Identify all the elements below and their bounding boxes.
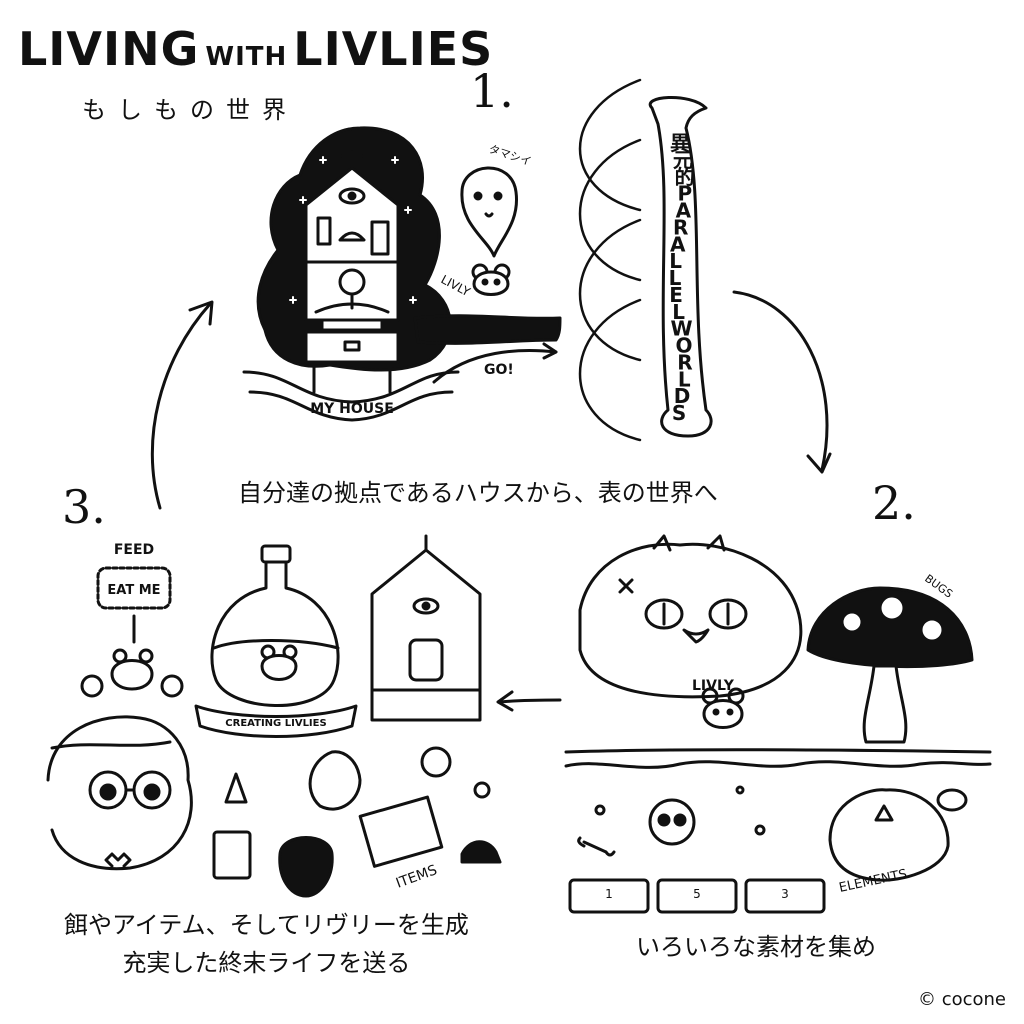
stars bbox=[289, 156, 417, 304]
gather-scene: BUGS LIVLY ELEMENTS bbox=[564, 534, 992, 914]
scroll-char: D bbox=[674, 384, 691, 408]
create-scene: FEED EAT ME bbox=[46, 534, 502, 898]
ground-line bbox=[564, 748, 992, 754]
step-3-caption: 餌やアイテム、そしてリヴリーを生成 充実した終末ライフを送る bbox=[64, 906, 469, 982]
portal-stream bbox=[413, 314, 562, 345]
go-label: GO! bbox=[484, 362, 514, 378]
scroll-char: 元 bbox=[673, 148, 693, 172]
scattered-items bbox=[212, 746, 502, 898]
scroll-char: R bbox=[677, 350, 692, 374]
livly-running bbox=[701, 687, 745, 729]
girl-character bbox=[46, 715, 193, 871]
slot-number-1: 1 bbox=[605, 887, 613, 901]
livly-label: LIVLY bbox=[692, 678, 735, 694]
feed-card bbox=[96, 566, 172, 610]
my-house-banner bbox=[242, 370, 460, 404]
eat-me-label: EAT ME bbox=[107, 583, 160, 598]
ghost-character bbox=[460, 166, 518, 258]
my-house-scene: MY HOUSE タマシイ LIVLY GO! bbox=[242, 126, 562, 422]
slot-number-3: 3 bbox=[781, 887, 789, 901]
scroll-char: L bbox=[669, 249, 682, 273]
scroll-char: L bbox=[678, 367, 691, 391]
scroll-char: L bbox=[669, 266, 682, 290]
page-subtitle: もしもの世界 bbox=[82, 96, 298, 124]
cat-body bbox=[578, 542, 803, 699]
creating-livlies-label: CREATING LIVLIES bbox=[225, 718, 326, 729]
scroll-char: R bbox=[673, 215, 688, 239]
cat-face bbox=[644, 598, 748, 644]
scroll-char: E bbox=[669, 283, 683, 307]
house-building bbox=[304, 150, 400, 394]
step-1-caption: 自分達の拠点であるハウスから、表の世界へ bbox=[238, 479, 718, 507]
title-living: LIVING bbox=[18, 22, 200, 76]
scroll-char: L bbox=[672, 300, 685, 324]
livly-small bbox=[471, 263, 511, 296]
scroll-char: O bbox=[675, 334, 692, 358]
scroll-char: S bbox=[672, 401, 686, 425]
items-label: ITEMS bbox=[394, 862, 440, 892]
scroll-char: W bbox=[671, 317, 693, 341]
arrow-step2-to-step3 bbox=[498, 698, 562, 704]
dimension-arcs bbox=[578, 78, 642, 442]
inventory-slots bbox=[568, 878, 826, 914]
creating-livlies-banner bbox=[194, 704, 358, 738]
small-house bbox=[370, 534, 482, 722]
scroll-char: A bbox=[670, 232, 686, 256]
scroll-char: A bbox=[676, 199, 692, 223]
step-number-2: 2. bbox=[872, 476, 916, 530]
step-3-caption-line-1: 餌やアイテム、そしてリヴリーを生成 bbox=[64, 911, 469, 939]
tamashii-label: タマシイ bbox=[487, 142, 533, 168]
underground-items bbox=[577, 785, 968, 882]
copyright-notice: © cocone bbox=[917, 989, 1006, 1010]
step-3-caption-line-2: 充実した終末ライフを送る bbox=[122, 949, 411, 977]
step-number-1: 1. bbox=[470, 64, 514, 118]
go-arrow bbox=[432, 349, 558, 384]
scroll-char: 的 bbox=[675, 165, 695, 189]
step-2-caption: いろいろな素材を集め bbox=[636, 933, 876, 961]
arrow-step1-to-step2 bbox=[732, 290, 829, 472]
slot-number-2: 5 bbox=[693, 887, 701, 901]
step-number-3: 3. bbox=[62, 480, 106, 534]
livly-small-label: LIVLY bbox=[439, 272, 473, 299]
livly-group bbox=[80, 648, 184, 698]
mushroom bbox=[806, 586, 974, 744]
scroll-char: P bbox=[678, 182, 693, 206]
title-with: WITH bbox=[205, 42, 288, 72]
my-house-label: MY HOUSE bbox=[310, 401, 394, 417]
feed-label: FEED bbox=[114, 542, 154, 558]
arrow-step3-to-step1 bbox=[150, 302, 212, 510]
creation-flask bbox=[210, 544, 340, 707]
title-livlies: LIVLIES bbox=[293, 22, 494, 76]
scroll-char: 異 bbox=[670, 131, 690, 155]
